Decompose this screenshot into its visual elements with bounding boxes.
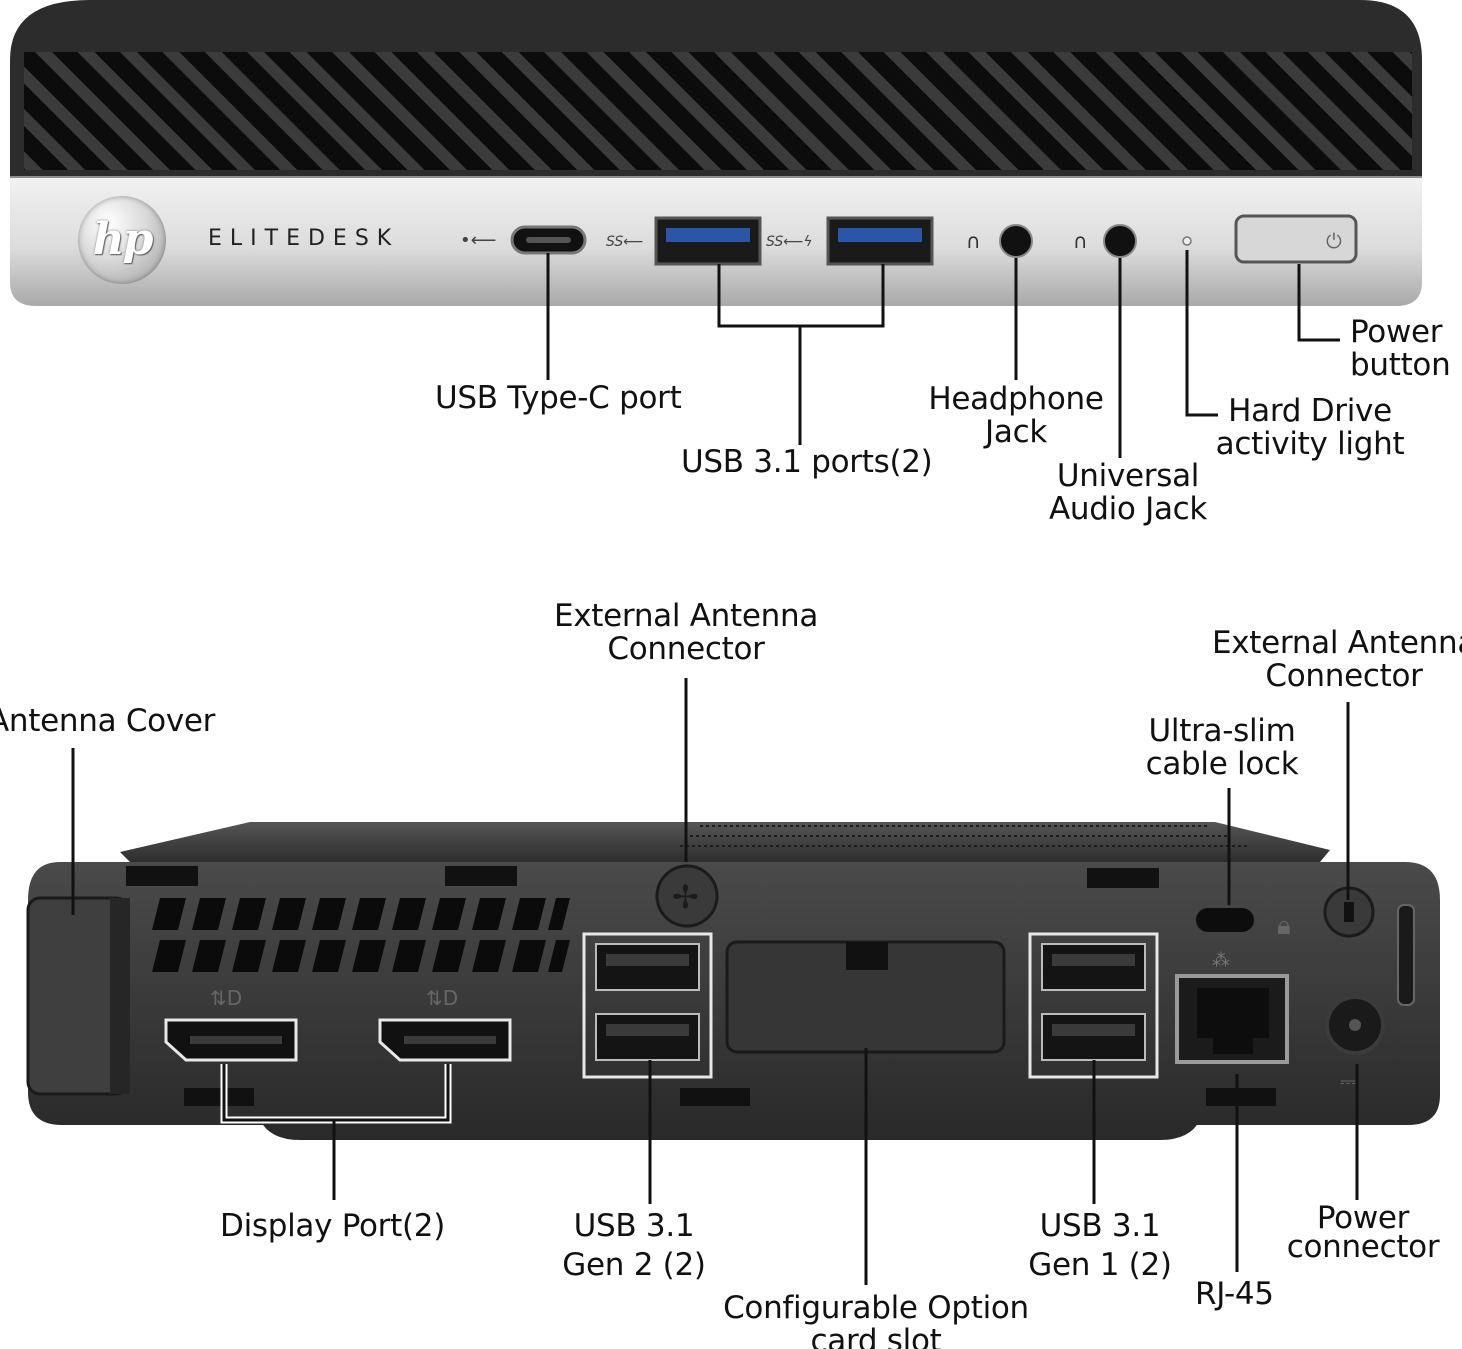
usb-gen2-port-2 <box>595 1013 700 1061</box>
ss-usb-charge-symbol-icon: SS⟵ϟ <box>766 234 813 250</box>
label-power-button-line2: button <box>1350 347 1451 383</box>
usb-gen2-port-1-tongue <box>606 954 689 966</box>
side-latch <box>1397 904 1415 1006</box>
front-panel: •⟵ SS⟵ SS⟵ϟ ∩ ∩ ⏻ <box>10 0 1422 458</box>
label-headphone-jack: Headphone Jack <box>916 383 1116 449</box>
hp-logo: hp <box>78 196 166 284</box>
headphone-jack <box>999 224 1033 258</box>
usb-gen1-port-2-tongue <box>1052 1024 1135 1036</box>
display-port-2-contacts <box>404 1036 496 1044</box>
usb-symbol-icon: •⟵ <box>460 230 496 251</box>
label-hdd-light-line1: Hard Drive <box>1228 393 1392 429</box>
label-hdd-activity-light: Hard Drive activity light <box>1200 395 1420 461</box>
front-vent-grille <box>24 52 1412 170</box>
label-power-connector-line2: connector <box>1286 1229 1440 1265</box>
label-headphone-jack-line2: Jack <box>985 414 1047 450</box>
power-button <box>1234 214 1358 264</box>
network-icon: ⁂ <box>1212 950 1230 971</box>
hp-logo-text: hp <box>92 214 154 265</box>
hdd-activity-light <box>1182 236 1192 246</box>
rear-tab-2 <box>445 866 517 886</box>
universal-audio-jack <box>1103 224 1137 258</box>
label-universal-audio-jack: Universal Audio Jack <box>1033 460 1223 526</box>
rear-panel: ✢ ⇅D ⇅D 🔒︎ ⁂ <box>26 678 1440 1285</box>
label-option-slot-line1: Configurable Option <box>723 1290 1029 1326</box>
label-headphone-jack-line1: Headphone <box>928 381 1104 417</box>
rear-top-shell <box>120 822 1330 862</box>
label-usb-gen2-line2: Gen 2 (2) <box>562 1247 706 1283</box>
brand-name: ELITEDESK <box>208 226 400 251</box>
usb-a-port-2-tongue <box>838 228 922 242</box>
antenna-screw-icon: ✢ <box>672 878 699 916</box>
label-ext-antenna-left-line2: Connector <box>607 631 765 667</box>
label-universal-audio-line2: Audio Jack <box>1048 491 1208 527</box>
usb-gen1-port-1 <box>1041 943 1146 991</box>
headset-icon: ∩ <box>1073 229 1088 253</box>
label-display-port: Display Port(2) <box>220 1208 445 1244</box>
label-usb31-ports: USB 3.1 ports(2) <box>681 444 933 480</box>
label-power-connector-line1: Power <box>1316 1200 1410 1236</box>
label-usb-gen1: USB 3.1 Gen 1 (2) <box>1010 1210 1190 1282</box>
antenna-cover-edge <box>110 898 130 1094</box>
front-leader-lines <box>546 250 1340 458</box>
label-antenna-cover: Antenna Cover <box>0 703 216 739</box>
ss-usb-symbol-icon: SS⟵ <box>606 234 643 250</box>
usb-gen1-port-1-tongue <box>1052 954 1135 966</box>
power-icon: ⏻ <box>1326 229 1342 253</box>
label-option-card-slot: Configurable Option card slot <box>706 1292 1046 1349</box>
displayport-symbol-icon-1: ⇅D <box>210 986 242 1010</box>
rear-tab-3 <box>1087 868 1159 888</box>
antenna-right-slot <box>1344 902 1354 922</box>
rj45-port-inner <box>1197 988 1269 1038</box>
label-external-antenna-right: External Antenna Connector <box>1194 627 1462 693</box>
rear-slot-2 <box>680 1088 750 1106</box>
label-option-slot-line2: card slot <box>810 1323 942 1349</box>
label-rj45: RJ-45 <box>1195 1276 1274 1312</box>
external-antenna-connector-left <box>655 864 719 928</box>
rear-slot-3 <box>1206 1088 1276 1106</box>
displayport-symbol-icon-2: ⇅D <box>426 986 458 1010</box>
lock-icon: 🔒︎ <box>1277 911 1291 941</box>
label-ext-antenna-right-line2: Connector <box>1265 658 1423 694</box>
rear-tab-1 <box>126 866 198 886</box>
label-power-button: Power button <box>1350 316 1462 382</box>
usb-c-port-tongue <box>526 237 571 243</box>
usb-gen2-port-2-tongue <box>606 1024 689 1036</box>
label-hdd-light-line2: activity light <box>1215 426 1405 462</box>
label-usb-type-c: USB Type-C port <box>435 380 682 416</box>
dc-symbol-icon: ⎓ <box>1340 1069 1356 1093</box>
display-port-1-contacts <box>190 1036 282 1044</box>
headphone-icon: ∩ <box>966 229 981 253</box>
option-card-latch <box>846 942 888 970</box>
label-ext-antenna-right-line1: External Antenna <box>1211 625 1462 661</box>
rear-slot-1 <box>184 1088 254 1106</box>
rj45-port-clip <box>1213 1036 1253 1054</box>
label-power-connector: Power connector <box>1268 1202 1458 1264</box>
label-cable-lock-line1: Ultra-slim <box>1148 713 1296 749</box>
usb-gen2-frame <box>582 932 713 1079</box>
usb-gen1-port-2 <box>1041 1013 1146 1061</box>
label-external-antenna-left: External Antenna Connector <box>536 600 836 666</box>
display-port-bracket <box>220 1064 452 1200</box>
rear-leader-lines <box>71 678 1359 1285</box>
label-usb-gen1-line2: Gen 1 (2) <box>1028 1247 1172 1283</box>
label-universal-audio-line1: Universal <box>1056 458 1200 494</box>
label-usb-gen1-line1: USB 3.1 <box>1039 1208 1161 1244</box>
label-usb-gen2: USB 3.1 Gen 2 (2) <box>544 1210 724 1282</box>
usb-a-port-1-tongue <box>666 228 750 242</box>
usb-gen2-port-1 <box>595 943 700 991</box>
cable-lock-slot <box>1196 908 1254 932</box>
label-ext-antenna-left-line1: External Antenna <box>553 598 819 634</box>
rear-vent-grille <box>152 898 570 972</box>
power-connector-pin <box>1349 1019 1361 1031</box>
label-cable-lock-line2: cable lock <box>1145 746 1299 782</box>
rear-base-foot <box>260 1120 1200 1140</box>
label-cable-lock: Ultra-slim cable lock <box>1122 715 1322 781</box>
rear-top-vent-texture <box>680 825 1250 847</box>
label-usb-gen2-line1: USB 3.1 <box>573 1208 695 1244</box>
label-power-button-line1: Power <box>1350 314 1443 350</box>
